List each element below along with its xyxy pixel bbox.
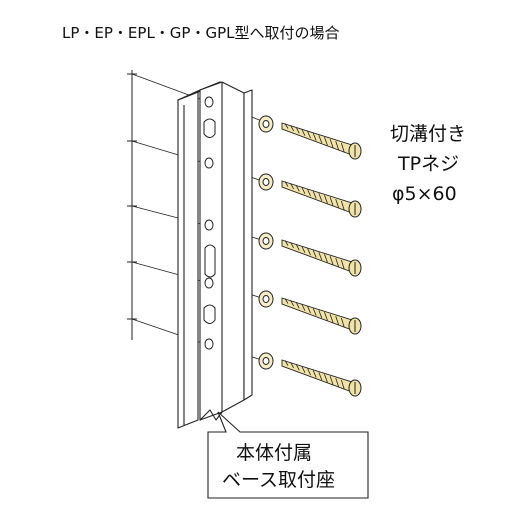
keyhole-slot — [204, 244, 216, 278]
screw-thread — [335, 315, 340, 326]
screw-thread — [295, 364, 300, 371]
screw-thread — [295, 244, 300, 251]
screw-thread — [335, 377, 340, 388]
mounting-surface-edge — [127, 70, 137, 340]
screw-thread — [324, 195, 328, 204]
screw-thread — [290, 125, 294, 132]
screw-thread — [340, 259, 345, 270]
screw-assembly — [258, 290, 362, 335]
screw-assembly — [258, 115, 362, 160]
screw-label: 切溝付き TPネジ φ5×60 — [390, 123, 466, 205]
bracket-side-flange — [177, 91, 199, 429]
screw-shaft — [281, 239, 353, 273]
screw-thread — [307, 306, 311, 314]
screw-thread — [284, 123, 289, 129]
screw-thread — [284, 181, 289, 187]
screw-thread — [340, 142, 345, 153]
screw-shaft — [281, 359, 353, 393]
screw-thread — [340, 200, 345, 211]
screw-shaft — [281, 180, 353, 214]
screw-thread — [312, 370, 317, 378]
screw-thread — [307, 131, 311, 139]
screw-thread — [324, 312, 328, 321]
base-label-line2: ベース取付座 — [222, 469, 335, 491]
screw-thread — [307, 189, 311, 197]
screw-thread — [301, 304, 306, 311]
screw-thread — [329, 314, 334, 323]
screw-thread — [284, 360, 289, 366]
bracket-holes — [203, 96, 216, 350]
screw-shaft — [281, 122, 353, 156]
screw-thread — [301, 187, 306, 194]
mounting-hole — [204, 338, 214, 350]
screw-thread — [295, 127, 300, 134]
screw-thread — [318, 193, 323, 202]
screw-shaft — [281, 297, 353, 331]
mounting-hole — [204, 277, 214, 289]
screw-thread — [312, 133, 317, 141]
screw-thread — [307, 248, 311, 256]
screw-thread — [284, 298, 289, 304]
screw-thread — [318, 310, 323, 319]
screw-thread — [301, 366, 306, 373]
screw-thread — [329, 256, 334, 265]
washer-hole — [262, 178, 270, 186]
diagram-title: LP・EP・EPL・GP・GPL型へ取付の場合 — [62, 24, 340, 42]
screw-thread — [312, 308, 317, 316]
screw-thread — [312, 250, 317, 258]
screw-thread — [301, 129, 306, 136]
screw-set — [258, 115, 362, 397]
bracket-right-flange — [243, 89, 253, 401]
keyhole-slot — [203, 118, 216, 138]
screw-thread — [290, 183, 294, 190]
screw-thread — [335, 257, 340, 268]
screw-thread — [335, 198, 340, 209]
screw-thread — [312, 191, 317, 199]
base-callout: 本体付属 ベース取付座 — [207, 411, 369, 499]
screw-assembly — [258, 173, 362, 218]
callout-box — [207, 411, 369, 499]
washer-hole — [262, 237, 270, 245]
screw-thread — [284, 240, 289, 246]
washer-hole — [262, 295, 270, 303]
screw-thread — [295, 185, 300, 192]
screw-label-line1: 切溝付き — [390, 123, 466, 145]
keyhole-slot — [203, 304, 216, 324]
screw-thread — [324, 137, 328, 146]
screw-thread — [329, 197, 334, 206]
screw-thread — [329, 139, 334, 148]
screw-thread — [301, 246, 306, 253]
screw-thread — [318, 372, 323, 381]
screw-label-line2: TPネジ — [397, 153, 459, 175]
base-label-line1: 本体付属 — [236, 442, 312, 464]
screw-label-line3: φ5×60 — [392, 183, 457, 205]
screw-thread — [329, 376, 334, 385]
washer-hole — [262, 357, 270, 365]
screw-thread — [318, 135, 323, 144]
screw-thread — [324, 254, 328, 263]
screw-thread — [335, 140, 340, 151]
washer-hole — [262, 120, 270, 128]
mounting-hole — [204, 157, 214, 169]
screw-assembly — [258, 352, 362, 397]
screw-thread — [290, 300, 294, 307]
screw-thread — [290, 242, 294, 249]
screw-thread — [307, 368, 311, 376]
screw-thread — [295, 302, 300, 309]
screw-thread — [290, 362, 294, 369]
screw-thread — [340, 317, 345, 328]
screw-thread — [324, 374, 328, 383]
screw-thread — [340, 379, 345, 390]
screw-assembly — [258, 232, 362, 277]
mounting-hole — [204, 96, 214, 108]
mounting-hole — [204, 219, 214, 231]
screw-thread — [318, 252, 323, 261]
